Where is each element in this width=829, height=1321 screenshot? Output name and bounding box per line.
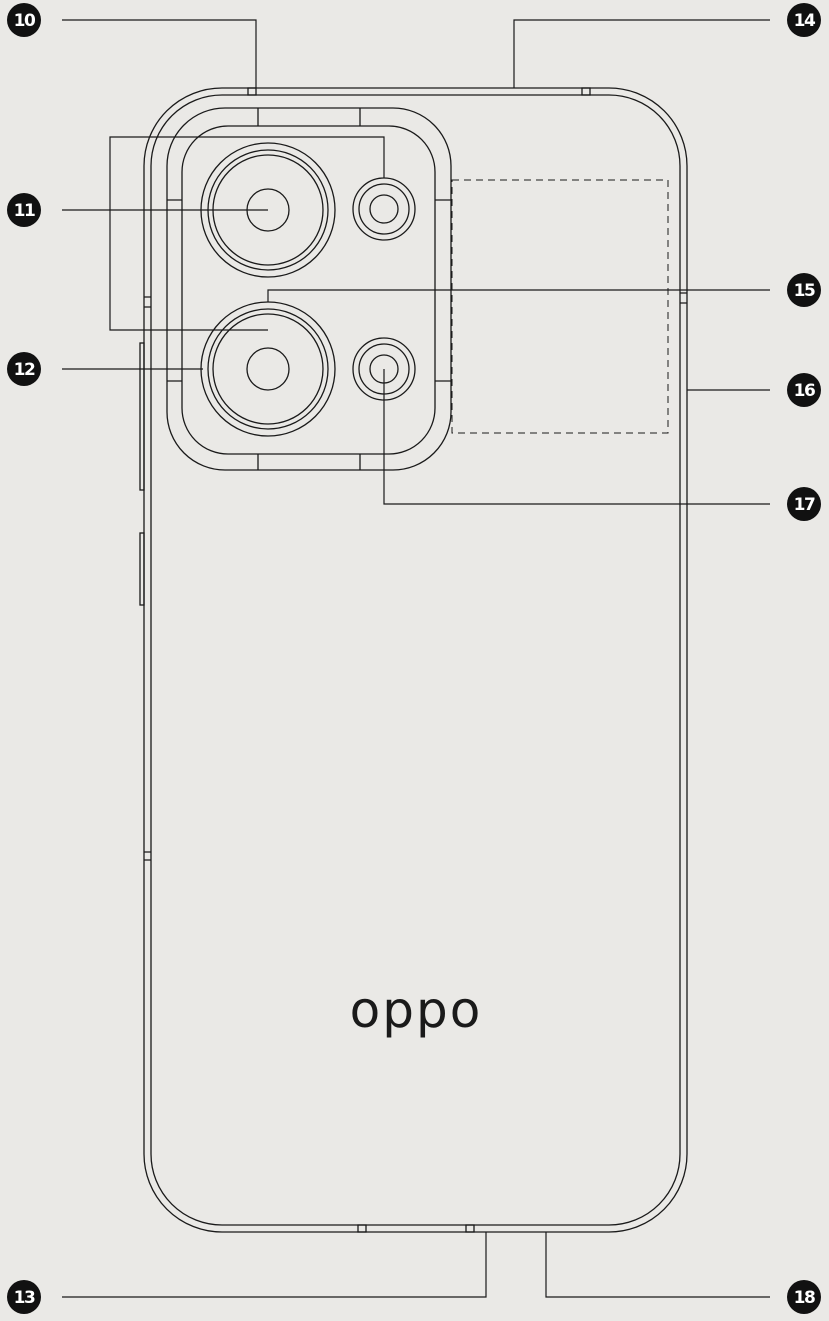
callout-label-11: 11 [14, 201, 35, 221]
frame-notch-left-top [144, 297, 151, 307]
phone-inner-frame [151, 95, 680, 1225]
bottom-hole-left [358, 1225, 366, 1232]
volume-button [140, 343, 144, 490]
callout-14: 14 [787, 3, 821, 37]
callout-label-17: 17 [794, 495, 815, 515]
camera-module [167, 108, 451, 470]
callout-label-13: 13 [14, 1288, 35, 1308]
dashed-area [452, 180, 668, 433]
callout-12: 12 [7, 352, 41, 386]
second-lens [201, 302, 335, 436]
top-antenna-slot [582, 88, 590, 95]
leader-14 [514, 20, 770, 88]
callout-label-18: 18 [794, 1288, 815, 1308]
camera-island-outer [167, 108, 451, 470]
callout-label-15: 15 [794, 281, 815, 301]
callout-15: 15 [787, 273, 821, 307]
frame-notch-right [680, 293, 687, 303]
leader-10 [62, 20, 256, 88]
phone-outer-frame [144, 88, 687, 1232]
power-button [140, 533, 144, 605]
bottom-hole-right [466, 1225, 474, 1232]
leader-lines [62, 20, 770, 1297]
leader-17 [384, 369, 770, 504]
frame-notch-left-bottom [144, 852, 151, 860]
leader-15 [268, 290, 770, 302]
brand-logo: oppo [350, 981, 483, 1039]
callout-label-12: 12 [14, 360, 35, 380]
leader-18 [546, 1232, 770, 1297]
callout-label-16: 16 [794, 381, 815, 401]
callout-18: 18 [787, 1280, 821, 1314]
callout-13: 13 [7, 1280, 41, 1314]
small-sensor-top [353, 178, 415, 240]
callout-10: 10 [7, 3, 41, 37]
top-microphone-hole [248, 88, 256, 95]
edge-details [248, 88, 590, 1232]
callout-label-10: 10 [14, 11, 36, 31]
callout-11: 11 [7, 193, 41, 227]
callout-label-14: 14 [794, 11, 816, 31]
camera-island-joints [167, 108, 451, 470]
callout-16: 16 [787, 373, 821, 407]
phone-body [144, 88, 687, 1232]
leader-13 [62, 1232, 486, 1297]
callout-17: 17 [787, 487, 821, 521]
